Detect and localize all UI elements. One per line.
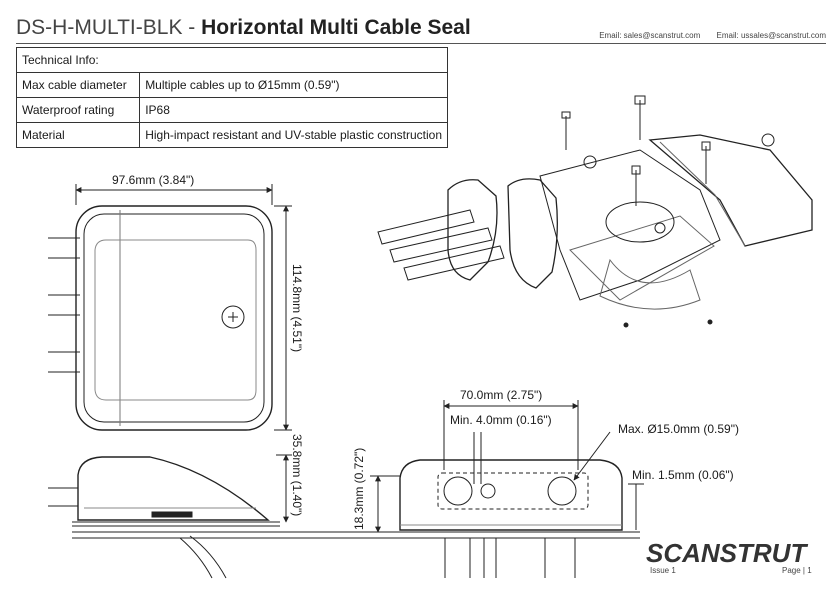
header-rule [16, 43, 826, 44]
page-number: Page | 1 [782, 566, 812, 575]
row-label: Max cable diameter [15, 72, 141, 98]
height-dimension-label: 35.8mm (1.40") [290, 434, 304, 517]
product-code: DS-H-MULTI-BLK [16, 16, 183, 39]
row-label: Material [15, 122, 141, 148]
front-height-dimension-label: 18.3mm (0.72") [352, 447, 366, 530]
row-label: Waterproof rating [15, 97, 141, 123]
document-title: DS-H-MULTI-BLK - Horizontal Multi Cable … [16, 16, 471, 40]
top-view [48, 205, 273, 431]
table-row: Waterproof rating IP68 [15, 97, 448, 123]
min-small-hole-label: Min. 4.0mm (0.16") [450, 413, 552, 427]
row-value: High-impact resistant and UV-stable plas… [139, 122, 448, 148]
issue-number: Issue 1 [650, 566, 676, 575]
product-name: Horizontal Multi Cable Seal [201, 16, 471, 39]
min-wall-label: Min. 1.5mm (0.06") [632, 468, 734, 482]
width-dimension-label: 97.6mm (3.84") [112, 173, 195, 187]
title-separator: - [182, 16, 202, 39]
front-view [72, 459, 640, 578]
contact-emails: Email: sales@scanstrut.com Email: ussale… [585, 31, 826, 40]
brand-logo: SCANSTRUT [646, 538, 807, 568]
sales-email[interactable]: Email: sales@scanstrut.com [599, 31, 701, 40]
max-cable-label: Max. Ø15.0mm (0.59") [618, 422, 739, 436]
us-sales-email[interactable]: Email: ussales@scanstrut.com [716, 31, 827, 40]
table-row: Material High-impact resistant and UV-st… [15, 122, 448, 148]
length-dimension-label: 114.8mm (4.51") [290, 264, 304, 353]
tech-info-table: Technical Info: Max cable diameter Multi… [15, 47, 448, 148]
hole-span-label: 70.0mm (2.75") [460, 388, 543, 402]
side-view [48, 456, 280, 579]
exploded-view [377, 95, 813, 328]
